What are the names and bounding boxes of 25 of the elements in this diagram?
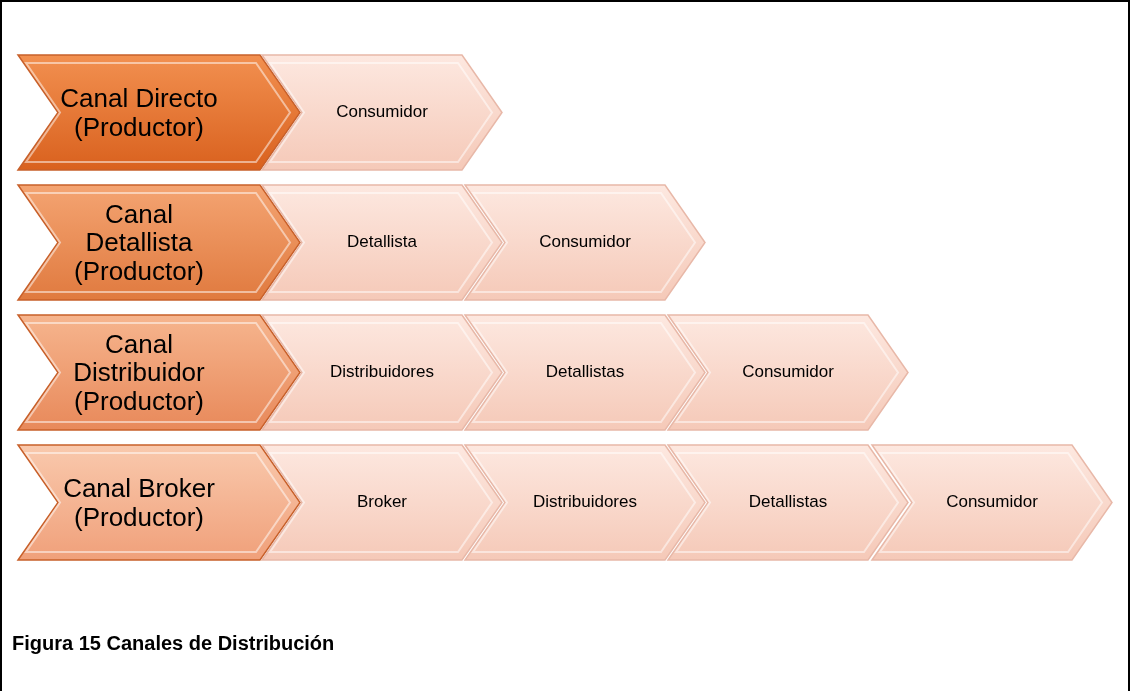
process-step xyxy=(262,55,502,170)
step-label: Broker xyxy=(356,492,408,513)
channel-label: Canal Broker (Productor) xyxy=(62,473,216,532)
channel-label: Canal Distribuidor (Productor) xyxy=(72,329,206,416)
step-label: Consumidor xyxy=(539,232,631,253)
step-label: Consumidor xyxy=(336,102,428,123)
process-step xyxy=(465,315,705,430)
step-label: Detallistas xyxy=(545,362,625,383)
step-label: Detallistas xyxy=(748,492,828,513)
process-step xyxy=(465,445,705,560)
step-label: Distribuidores xyxy=(330,362,434,383)
step-label: Consumidor xyxy=(742,362,834,383)
process-step xyxy=(262,315,502,430)
step-label: Distribuidores xyxy=(533,492,637,513)
process-step xyxy=(668,445,908,560)
process-step xyxy=(668,315,908,430)
step-label: Consumidor xyxy=(946,492,1038,513)
process-step xyxy=(262,185,502,300)
step-label: Detallista xyxy=(347,232,417,253)
process-step xyxy=(465,185,705,300)
figure-caption: Figura 15 Canales de Distribución xyxy=(12,632,335,655)
process-step xyxy=(262,445,502,560)
channel-label: Canal Detallista (Productor) xyxy=(72,199,205,286)
channel-label: Canal Directo (Productor) xyxy=(59,83,219,142)
process-step xyxy=(872,445,1112,560)
